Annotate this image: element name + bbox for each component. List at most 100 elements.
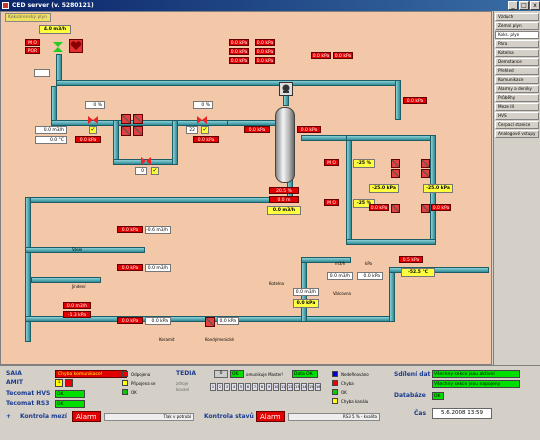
pipe-segment: [346, 135, 352, 245]
menu-item[interactable]: Přehled: [495, 67, 539, 75]
mid-check-icon[interactable]: ✓: [151, 167, 159, 175]
tedia-ok: OK: [230, 370, 244, 378]
window-title-bar: CED server (v. 5280121): [0, 0, 540, 11]
tedia-text: omunikuje Master!: [246, 372, 284, 377]
minimize-button[interactable]: _: [508, 1, 518, 10]
data-ok: Data OK: [292, 370, 318, 378]
tecomat-rs3-label: Tecomat RS3: [6, 400, 50, 407]
menu-item[interactable]: Kotelna: [495, 49, 539, 57]
channel-box: 11: [280, 383, 286, 391]
menu-item-selected[interactable]: Koks. plyn: [495, 31, 539, 39]
tedia-sub1: zdroje: [176, 381, 189, 386]
left-check-icon[interactable]: ✓: [89, 126, 97, 134]
right-mo2[interactable]: M O: [324, 199, 339, 206]
amit-value: 1: [55, 379, 63, 387]
menu-item[interactable]: Komunikace: [495, 76, 539, 84]
maximize-button[interactable]: □: [519, 1, 529, 10]
block-icon[interactable]: [391, 169, 400, 178]
legend-yellow-square: [122, 380, 128, 386]
menu-item[interactable]: Pára: [495, 40, 539, 48]
mid-check2-icon[interactable]: ✓: [201, 126, 209, 134]
kotelna-press: 0.0 kPa: [293, 299, 319, 308]
tedia-label: TEDIA: [176, 370, 197, 377]
right-temp: -52.5 °C: [401, 268, 435, 277]
menu-item[interactable]: Průběhy: [495, 94, 539, 102]
setpoint-box[interactable]: [34, 69, 50, 77]
cas-value: 5.6.2008 13:59: [432, 408, 492, 419]
kerami-label: Keramit: [159, 337, 175, 342]
tlak-field: Tlak v potrubí: [104, 413, 194, 421]
alarm-mezi[interactable]: Alarm: [72, 411, 101, 422]
top-red-value: 0.0 kPa: [255, 39, 275, 46]
channel-box: 14: [301, 383, 307, 391]
tecomat-hvs-label: Tecomat HVS: [6, 390, 51, 397]
menu-item[interactable]: Vzduch: [495, 13, 539, 21]
channel-box: 4: [231, 383, 237, 391]
pipe-segment: [172, 120, 178, 165]
tank-height: 0.0 m: [269, 196, 299, 203]
mid-small[interactable]: 0: [135, 167, 147, 175]
tank-press: 0.0 kPa: [244, 126, 270, 133]
valcovna-press: 0.0 kPa: [357, 272, 383, 280]
databaze-ok: OK: [432, 392, 444, 400]
block-icon[interactable]: [205, 317, 215, 327]
mid-pct2: 0 %: [193, 101, 213, 109]
tecomat-rs3-ok: OK: [55, 400, 85, 408]
top-red-value: 0.0 kPa: [333, 52, 353, 59]
mid-valve-icon[interactable]: [141, 157, 151, 165]
left-valve-icon[interactable]: [88, 116, 98, 124]
mid-valve2-icon[interactable]: [197, 116, 207, 124]
menu-item[interactable]: Zemní plyn: [495, 22, 539, 30]
block-icon[interactable]: [133, 114, 143, 124]
valcovna-units1: m3/h: [335, 261, 346, 266]
menu-item[interactable]: Analogové vstupy: [495, 130, 539, 138]
menu-item[interactable]: Meze III: [495, 103, 539, 111]
channel-box: 6: [245, 383, 251, 391]
block-icon[interactable]: [121, 126, 131, 136]
gas-tank: [275, 107, 295, 183]
menu-item[interactable]: Čerpací stanice: [495, 121, 539, 129]
block-icon[interactable]: [391, 159, 400, 168]
right-mo1[interactable]: M O: [324, 159, 339, 166]
block-icon[interactable]: [121, 114, 131, 124]
channel-box: 8: [259, 383, 265, 391]
block-icon[interactable]: [133, 126, 143, 136]
alarm-stavu[interactable]: Alarm: [256, 411, 285, 422]
menu-item[interactable]: Alarmy a deníky: [495, 85, 539, 93]
process-scheme: Koksárenský plyn 4.0 m3/h M O POR 0.0 kP…: [0, 11, 492, 365]
heart-icon[interactable]: [69, 39, 83, 53]
left-press: 0.0 kPa: [75, 136, 101, 143]
tedia-sub2: kovaní: [176, 387, 190, 392]
mid-setp[interactable]: 22: [186, 126, 198, 134]
tecomat-hvs-ok: OK: [55, 390, 85, 398]
block-icon[interactable]: [391, 204, 400, 213]
right-ex2: 0.0 kPa: [431, 204, 451, 211]
menu-item[interactable]: Demstance: [495, 58, 539, 66]
amit-label: AMIT: [6, 379, 23, 386]
valcovna-label: Válcovna: [333, 291, 351, 296]
mo-indicator[interactable]: M O: [25, 39, 40, 46]
saia-error: Chyba komunikace!: [55, 370, 127, 378]
steel-flow: -0.6 m3/h: [145, 226, 171, 234]
block-icon[interactable]: [421, 159, 430, 168]
block-icon[interactable]: [421, 169, 430, 178]
pipe-segment: [346, 135, 436, 141]
channel-box: 5: [238, 383, 244, 391]
legend-red-square: [122, 371, 128, 377]
pipe-segment: [56, 80, 401, 86]
green-valve-icon[interactable]: [53, 42, 63, 52]
pipe-segment: [346, 239, 436, 245]
legend-ok: OK: [131, 390, 137, 395]
legend-blue-square: [332, 371, 338, 377]
right-pct2: -25 %: [353, 199, 375, 208]
por-indicator[interactable]: POR: [25, 47, 40, 54]
close-button[interactable]: x: [530, 1, 540, 10]
jindri-press: 0.0 kPa: [117, 264, 143, 271]
plus-icon[interactable]: +: [6, 413, 12, 420]
top-red-value: 0.0 kPa: [311, 52, 331, 59]
block-icon[interactable]: [421, 204, 430, 213]
menu-item[interactable]: HVS: [495, 112, 539, 120]
jindri-r2: -1.3 kPa: [63, 311, 91, 318]
channel-box: 9: [266, 383, 272, 391]
